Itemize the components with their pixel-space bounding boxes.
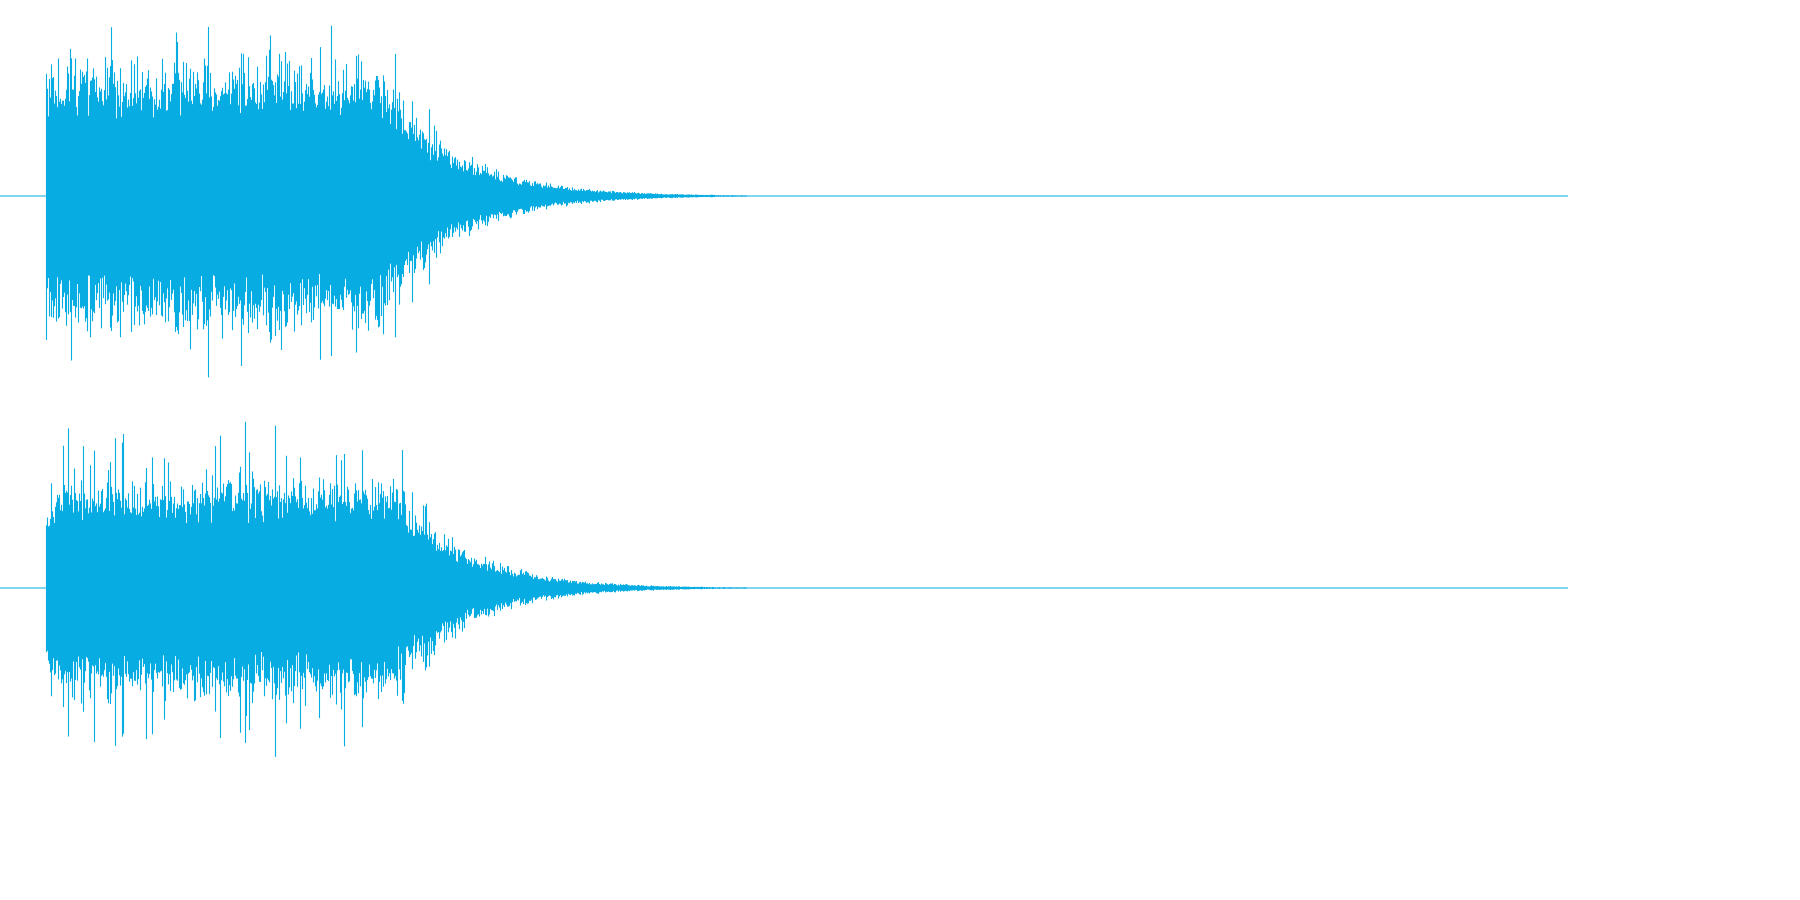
channel-1-waveform	[0, 25, 1568, 378]
waveform-view	[0, 25, 1568, 757]
channel-1-samples	[45, 25, 748, 378]
channel-2-waveform	[0, 421, 1568, 757]
channel-2-samples	[45, 421, 748, 757]
